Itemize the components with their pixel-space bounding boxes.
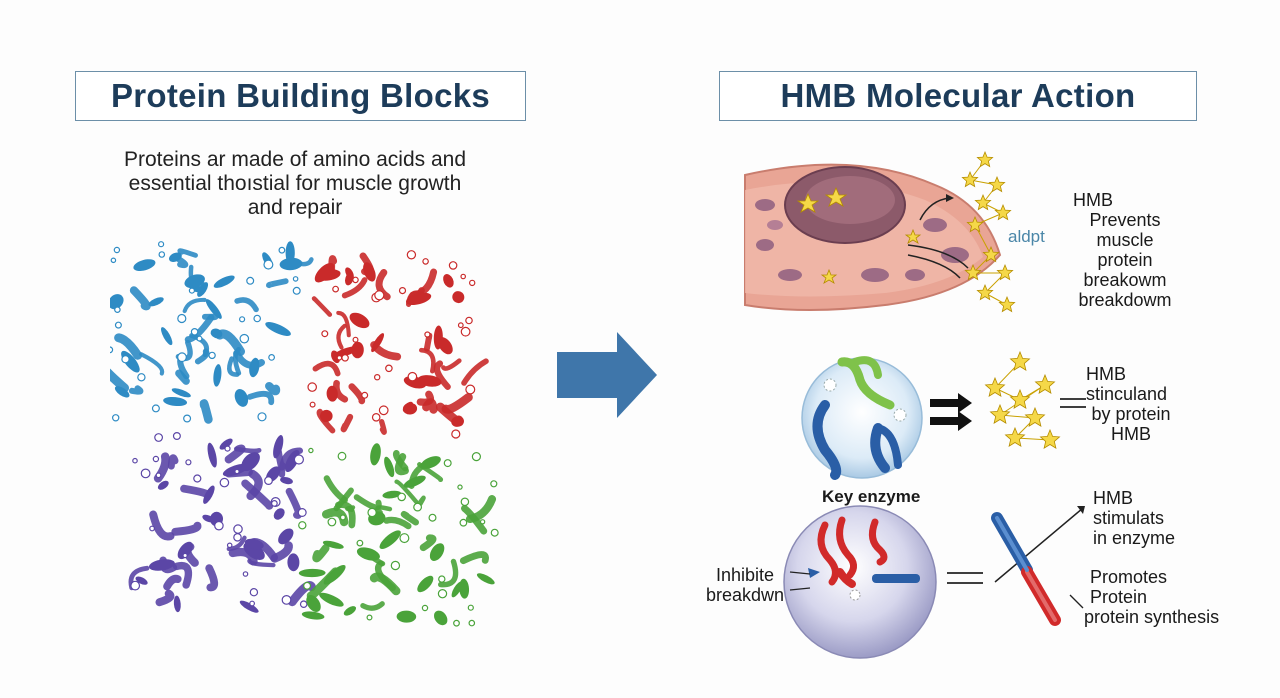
hmb-star-icon — [976, 150, 994, 168]
double-arrow-icon — [930, 393, 972, 431]
hmb-star-icon — [1009, 350, 1031, 371]
row1-line-3: muscle — [1096, 230, 1154, 250]
hmb-star-icon — [988, 175, 1006, 193]
hmb-star-icon — [984, 376, 1006, 397]
row3-top-line-1: HMB — [1093, 488, 1133, 508]
protein-intro-text: Proteins ar made of amino acids and esse… — [95, 148, 495, 220]
row3-top-line-2: stimulats — [1093, 508, 1165, 528]
red-protein-structure — [307, 250, 489, 439]
hmb-star-icon — [976, 283, 994, 301]
hmb-star-icon — [1004, 426, 1026, 447]
hmb-star-icon — [1024, 406, 1046, 427]
row2-line-4: HMB — [1111, 424, 1151, 444]
hmb-star-icon — [1009, 388, 1031, 409]
hmb-molecular-action-title: HMB Molecular Action — [719, 71, 1197, 121]
hmb-stimulates-enzyme-text: HMB stimulats in enzyme — [1093, 488, 1175, 548]
intro-line-1: Proteins ar made of amino acids and — [123, 148, 467, 171]
purple-protein-structure — [128, 432, 316, 613]
hmb-star-icon — [996, 263, 1014, 281]
inhibition-sphere-illustration — [783, 505, 937, 659]
hmb-star-icon — [998, 295, 1016, 313]
hmb-star-icon — [966, 215, 984, 233]
row1-line-4: protein breakowm — [1083, 250, 1167, 290]
row3-top-line-3: in enzyme — [1093, 528, 1176, 548]
cell-star-icon — [824, 186, 848, 207]
cell-star-icon — [796, 192, 820, 213]
row2-line-3: by protein — [1091, 404, 1171, 424]
row2-line-1: HMB — [1086, 364, 1126, 384]
hmb-star-icon — [989, 403, 1011, 424]
blue-protein-structure — [110, 241, 314, 424]
row1-side-label: aldpt — [1008, 227, 1045, 246]
cell-to-hmb-connector-lines — [907, 194, 969, 279]
key-enzyme-caption: Key enzyme — [822, 487, 921, 506]
protein-building-blocks-title: Protein Building Blocks — [75, 71, 526, 121]
hmb-star-icon — [961, 170, 979, 188]
inhibit-pointer-lines — [789, 571, 811, 591]
protein-structures-illustration — [110, 241, 499, 627]
right-arrow-icon — [557, 332, 657, 418]
equals-sign-1 — [1060, 398, 1086, 408]
protein-synthesis-rods-illustration — [991, 506, 1085, 626]
hmb-star-icon — [1034, 373, 1056, 394]
green-protein-structure — [298, 443, 499, 627]
row1-line-2: Prevents — [1089, 210, 1161, 230]
hmb-star-icon — [974, 193, 992, 211]
row3-left-line-2: breakdwn — [705, 585, 785, 605]
hmb-prevents-breakdown-text: HMB Prevents muscle protein breakowm bre… — [1055, 190, 1195, 310]
row2-line-2: stinculand — [1086, 384, 1168, 404]
inhibit-breakdown-text: Inhibite breakdwn — [700, 565, 790, 605]
key-enzyme-illustration — [801, 356, 923, 480]
muscle-cell-illustration — [744, 163, 1002, 311]
equals-sign-2 — [947, 572, 983, 584]
hmb-star-cluster-2 — [984, 350, 1061, 449]
hmb-star-icon — [1039, 428, 1061, 449]
hmb-star-icon — [964, 263, 982, 281]
cell-star-icon — [904, 228, 922, 244]
row3-bottom-line-1: Promotes — [1090, 567, 1168, 587]
cell-star-icon — [820, 268, 838, 284]
hmb-star-icon — [982, 245, 1000, 263]
row3-left-line-1: Inhibite — [715, 565, 775, 585]
row1-line-1: HMB — [1073, 190, 1113, 210]
promotes-protein-synthesis-text: Promotes Protein protein synthesis — [1084, 567, 1219, 627]
row3-bottom-line-2: Protein — [1090, 587, 1148, 607]
hmb-star-icon — [994, 203, 1012, 221]
hmb-star-cluster-1 — [961, 150, 1016, 313]
intro-line-2: essential thoıstial for muscle growth — [128, 172, 462, 195]
row3-bottom-line-3: protein synthesis — [1084, 607, 1220, 627]
row1-line-5: breakdowm — [1078, 290, 1172, 310]
intro-line-3: and repair — [247, 196, 343, 219]
hmb-stimulated-text: HMB stinculand by protein HMB — [1086, 364, 1176, 444]
